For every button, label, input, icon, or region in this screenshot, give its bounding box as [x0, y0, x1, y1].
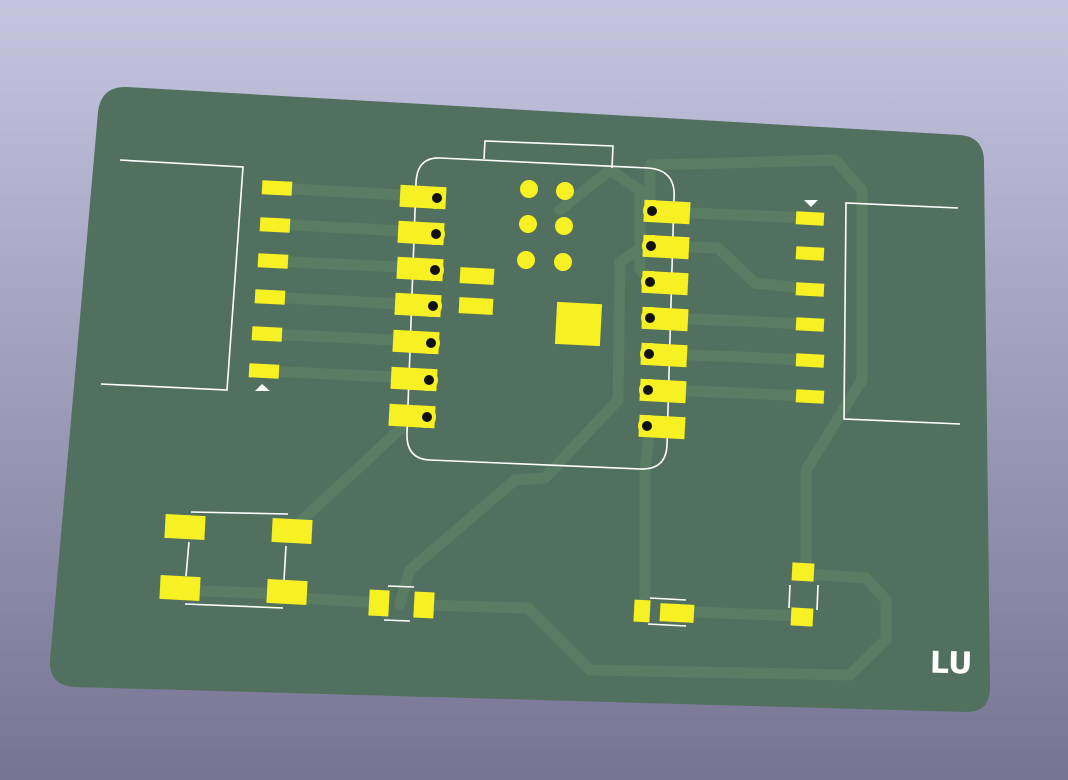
pin1-marker-right [804, 200, 818, 207]
copper-traces [172, 154, 892, 681]
silkscreen [100, 140, 961, 627]
module-round-pads [517, 180, 574, 271]
left-pin-header [388, 184, 447, 429]
pin1-marker-left [255, 384, 270, 391]
smd-pads [159, 180, 825, 627]
right-pin-header [638, 199, 691, 440]
board-label: LU [930, 646, 973, 682]
